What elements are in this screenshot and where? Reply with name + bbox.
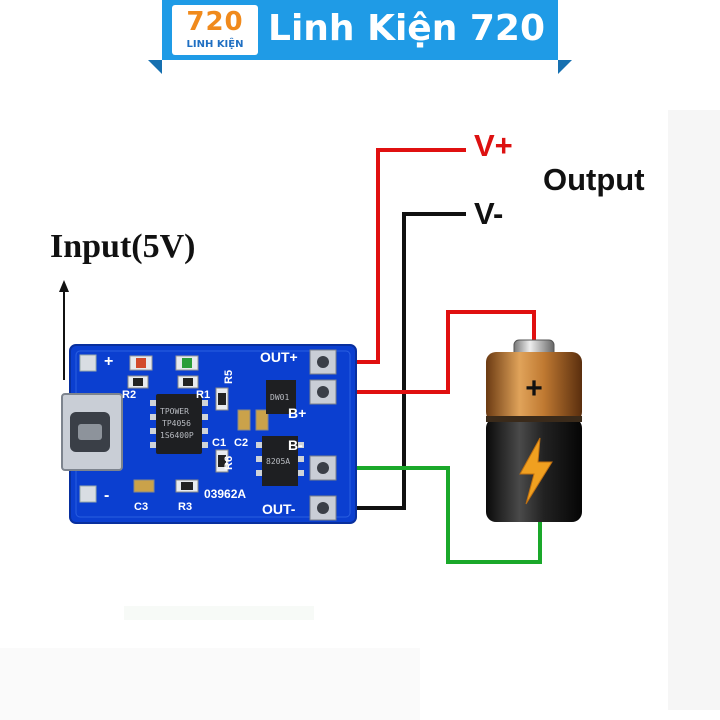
silk-minus: - bbox=[104, 487, 109, 504]
terminal-pads bbox=[309, 349, 337, 521]
logo-subtitle: LINH KIỆN bbox=[186, 39, 244, 50]
silk-r2: R2 bbox=[122, 389, 136, 401]
ic-8205a bbox=[256, 436, 304, 486]
silk-code: 03962A bbox=[204, 487, 246, 501]
v-plus-label: V+ bbox=[474, 128, 513, 163]
silk-b-minus: B- bbox=[288, 437, 303, 453]
ic3-label: 8205A bbox=[266, 457, 290, 466]
silk-out-minus: OUT- bbox=[262, 501, 296, 517]
wire-battery-plus bbox=[338, 310, 536, 394]
wire-battery-minus bbox=[338, 466, 542, 564]
svg-text:+: + bbox=[525, 372, 543, 405]
arrow-up-icon bbox=[59, 280, 69, 380]
ic1-label-top: TPOWER bbox=[160, 407, 189, 416]
brand-name: Linh Kiện 720 bbox=[268, 8, 546, 49]
silk-c2: C2 bbox=[234, 437, 248, 449]
v-minus-label: V- bbox=[474, 196, 504, 231]
banner-ribbon bbox=[148, 60, 572, 74]
output-label: Output bbox=[543, 162, 645, 197]
ic2-label: DW01 bbox=[270, 393, 289, 402]
wire-vminus bbox=[338, 212, 466, 510]
ic-dw01 bbox=[266, 380, 296, 414]
silk-r5: R5 bbox=[223, 370, 235, 384]
ic1-label-bot: 1S6400P bbox=[160, 431, 194, 440]
wire-vplus bbox=[338, 148, 466, 364]
input-label: Input(5V) bbox=[50, 228, 196, 265]
silk-r6: R6 bbox=[223, 456, 235, 470]
logo-number: 720 bbox=[186, 7, 244, 37]
silk-r3: R3 bbox=[178, 501, 192, 513]
silk-out-plus: OUT+ bbox=[260, 349, 298, 365]
ic1-label-mid: TP4056 bbox=[162, 419, 191, 428]
silk-b-plus: B+ bbox=[288, 405, 306, 421]
micro-usb-port-icon bbox=[61, 393, 123, 471]
lightning-bolt-icon bbox=[519, 437, 553, 505]
silk-c1: C1 bbox=[212, 437, 226, 449]
silk-plus: + bbox=[104, 353, 113, 370]
silk-r1: R1 bbox=[196, 389, 210, 401]
ic-tp4056 bbox=[150, 394, 208, 454]
battery-icon: + bbox=[486, 339, 582, 522]
brand-logo: 720 LINH KIỆN bbox=[172, 5, 258, 55]
silk-c3: C3 bbox=[134, 501, 148, 513]
charger-board: OUT+ B+ B- OUT- + - R2 R1 R3 R5 R6 C1 C2… bbox=[61, 344, 357, 524]
